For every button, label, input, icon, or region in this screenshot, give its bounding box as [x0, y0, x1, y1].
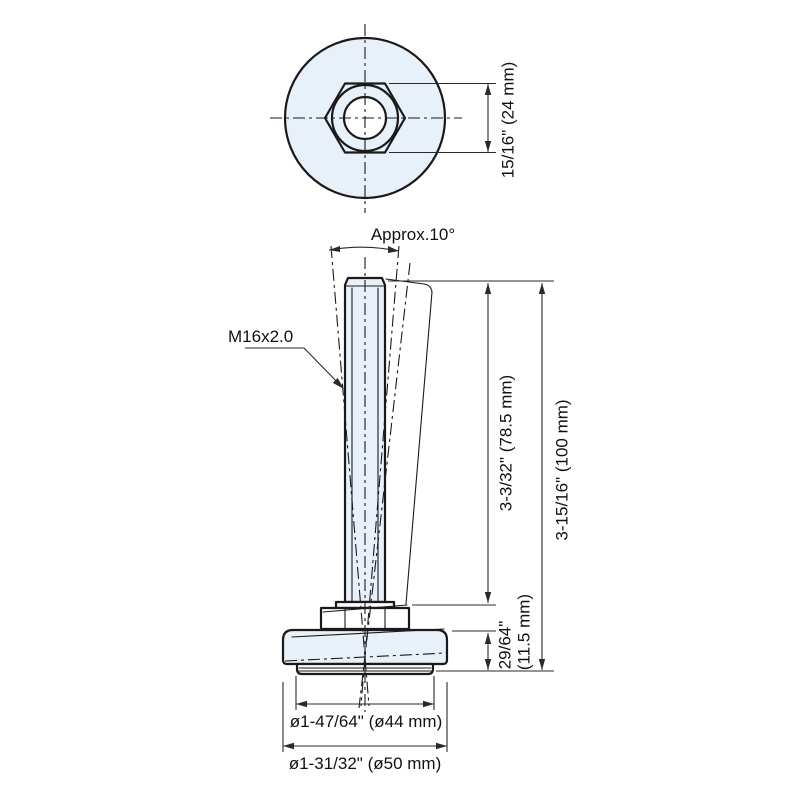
- top-view: 15/16" (24 mm): [270, 24, 518, 213]
- dimension-text-thread-length: 3-3/32" (78.5 mm): [497, 375, 516, 511]
- arrowhead-up: [484, 283, 492, 294]
- leader-arrowhead: [332, 378, 344, 389]
- dimension-text-pad-diameter: ø1-47/64" (ø44 mm): [290, 712, 442, 731]
- dimension-thread-length: 3-3/32" (78.5 mm): [484, 283, 516, 603]
- dimension-swivel-angle: Approx.10°: [328, 225, 455, 253]
- dimension-text-base-height-1: 29/64": [496, 621, 515, 670]
- arrowhead-left: [283, 742, 294, 750]
- dimension-text-hex-width: 15/16" (24 mm): [499, 62, 518, 179]
- arrowhead-left: [329, 246, 340, 252]
- angle-text: Approx.10°: [371, 225, 455, 244]
- dimension-text-base-height-2: (11.5 mm): [515, 594, 534, 670]
- dimension-pad-diameter: ø1-47/64" (ø44 mm): [290, 676, 442, 731]
- leader-line: [245, 347, 344, 389]
- dimension-hex-width: 15/16" (24 mm): [389, 62, 518, 179]
- swing-limit-left-centerline: [330, 245, 370, 707]
- arrowhead-down: [484, 592, 492, 603]
- swing-limit-right-centerline: [360, 245, 400, 707]
- arrowhead-up: [484, 633, 492, 644]
- arrowhead-down: [484, 659, 492, 670]
- dimension-text-overall-height: 3-15/16" (100 mm): [553, 399, 572, 540]
- arrowhead-left: [296, 700, 307, 708]
- dimension-base-height: 29/64" (11.5 mm): [484, 594, 534, 670]
- arrowhead-right: [388, 246, 399, 253]
- arrowhead-down: [538, 659, 546, 670]
- dimension-text-base-diameter: ø1-31/32" (ø50 mm): [289, 754, 441, 773]
- tilted-stem-ghost-outline: [385, 278, 433, 605]
- arrowhead-right: [423, 700, 434, 708]
- arrowhead-right: [436, 742, 447, 750]
- tilted-stem-centerline: [358, 262, 411, 709]
- arrowhead-down: [484, 141, 492, 152]
- front-view: Approx.10° M16x2.0 3-3/32" (78.5 mm) 3-1…: [228, 225, 572, 773]
- arrowhead-up: [538, 283, 546, 294]
- thread-callout: M16x2.0: [228, 327, 344, 389]
- arrowhead-up: [484, 84, 492, 95]
- dimension-base-diameter: ø1-31/32" (ø50 mm): [282, 682, 448, 773]
- dimension-overall-height: 3-15/16" (100 mm): [538, 283, 572, 670]
- thread-spec-text: M16x2.0: [228, 327, 293, 346]
